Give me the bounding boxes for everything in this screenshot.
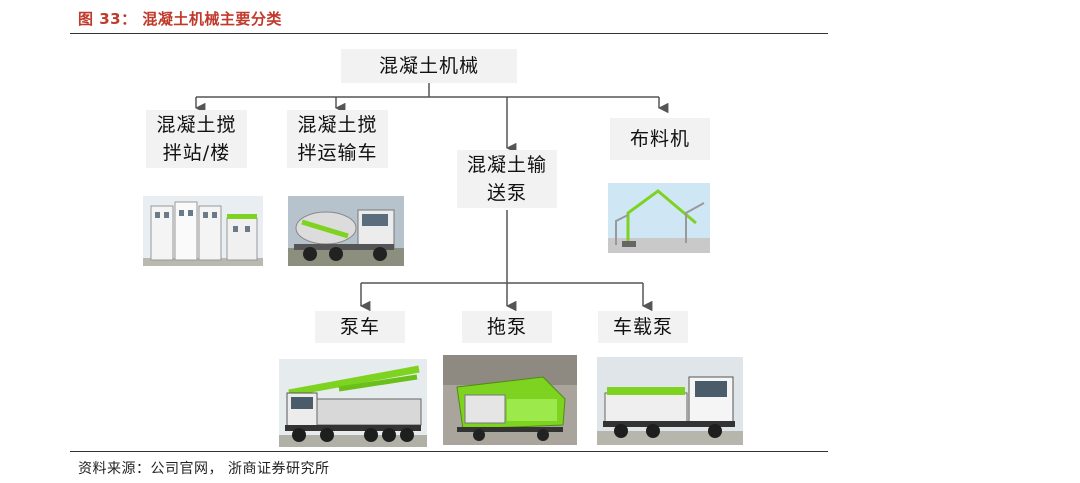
category-label-line2: 送泵 bbox=[487, 179, 527, 207]
trailer-pump-image bbox=[443, 355, 577, 445]
category-placing-boom: 布料机 bbox=[610, 118, 710, 160]
truck-mounted-pump-image bbox=[597, 357, 743, 445]
boom-pump-truck-image bbox=[279, 359, 427, 447]
pump-type-label: 泵车 bbox=[340, 313, 380, 341]
placing-boom-image bbox=[608, 183, 710, 253]
root-label: 混凝土机械 bbox=[379, 52, 479, 80]
category-label-line1: 混凝土搅 bbox=[297, 111, 377, 139]
category-concrete-pump: 混凝土输 送泵 bbox=[457, 150, 557, 208]
pump-type-label: 车载泵 bbox=[613, 313, 673, 341]
pump-type-boom-truck: 泵车 bbox=[315, 311, 405, 343]
pump-type-truck-mounted: 车载泵 bbox=[598, 311, 688, 343]
root-node: 混凝土机械 bbox=[341, 49, 517, 83]
category-label-line1: 混凝土输 bbox=[467, 151, 547, 179]
source-note: 资料来源：公司官网， 浙商证券研究所 bbox=[78, 458, 329, 478]
mixer-truck-image bbox=[288, 196, 404, 266]
category-label: 布料机 bbox=[630, 125, 690, 153]
mixing-plant-image bbox=[143, 196, 263, 266]
category-label-line1: 混凝土搅 bbox=[156, 111, 236, 139]
bottom-rule bbox=[70, 451, 828, 452]
category-label-line2: 拌运输车 bbox=[297, 139, 377, 167]
category-label-line2: 拌站/楼 bbox=[163, 139, 230, 167]
pump-type-trailer-pump: 拖泵 bbox=[462, 311, 552, 343]
pump-type-label: 拖泵 bbox=[487, 313, 527, 341]
category-mixer-truck: 混凝土搅 拌运输车 bbox=[287, 110, 388, 168]
category-mixing-plant: 混凝土搅 拌站/楼 bbox=[146, 110, 247, 168]
